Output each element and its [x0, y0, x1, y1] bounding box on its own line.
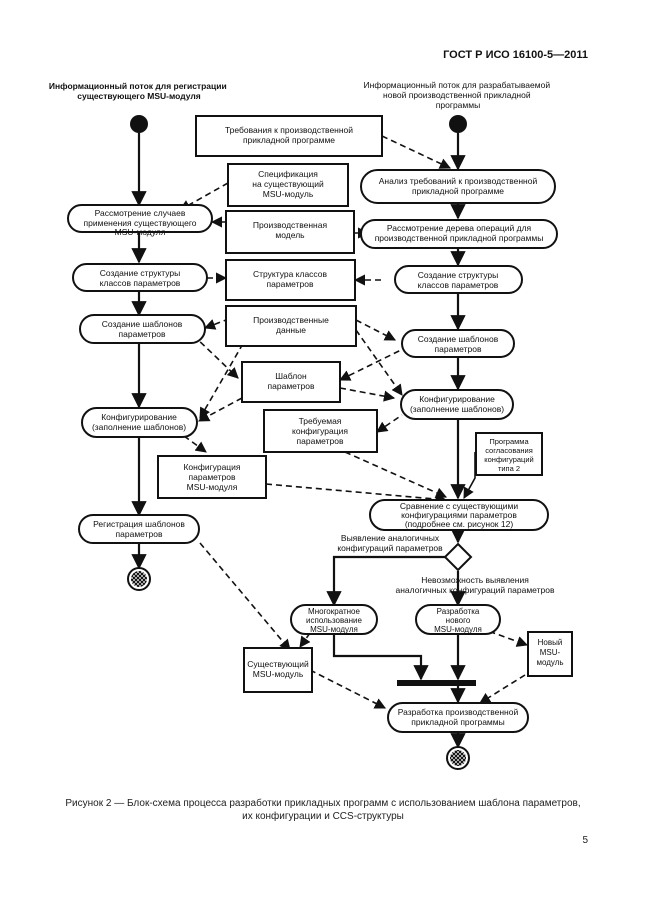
standard-header: ГОСТ Р ИСО 16100-5—2011	[443, 49, 588, 61]
left-end-node	[127, 567, 151, 591]
object-flow	[179, 135, 529, 709]
sync-bar	[397, 680, 476, 686]
activity-left-config: Конфигурирование(заполнение шаблонов)	[81, 407, 198, 438]
svg-text:MSU-модуля: MSU-модуля	[115, 227, 166, 237]
svg-text:Рассмотрение дерева операций д: Рассмотрение дерева операций дляпроизвод…	[375, 223, 544, 243]
svg-text:Конфигурирование(заполнение ша: Конфигурирование(заполнение шаблонов)	[92, 412, 186, 432]
figure-caption-line2: их конфигурации и CCS-структуры	[242, 810, 404, 822]
control-flow	[131, 133, 476, 749]
left-start-node	[130, 115, 148, 133]
right-lane-title: Информационный поток для разрабатываемой…	[364, 80, 553, 110]
figure-caption-line1: Рисунок 2 — Блок-схема процесса разработ…	[65, 797, 580, 809]
left-lane-title: Информационный поток для регистрации сущ…	[49, 81, 229, 101]
page-number: 5	[582, 835, 588, 846]
activity-right-config: Конфигурирование(заполнение шаблонов)	[400, 389, 514, 420]
decision-diamond	[443, 542, 473, 572]
right-start-node	[449, 115, 467, 133]
right-end-node	[446, 746, 470, 770]
svg-text:Конфигурирование(заполнение ша: Конфигурирование(заполнение шаблонов)	[410, 394, 504, 414]
svg-text:Анализ требований к производст: Анализ требований к производственнойприк…	[379, 176, 538, 196]
